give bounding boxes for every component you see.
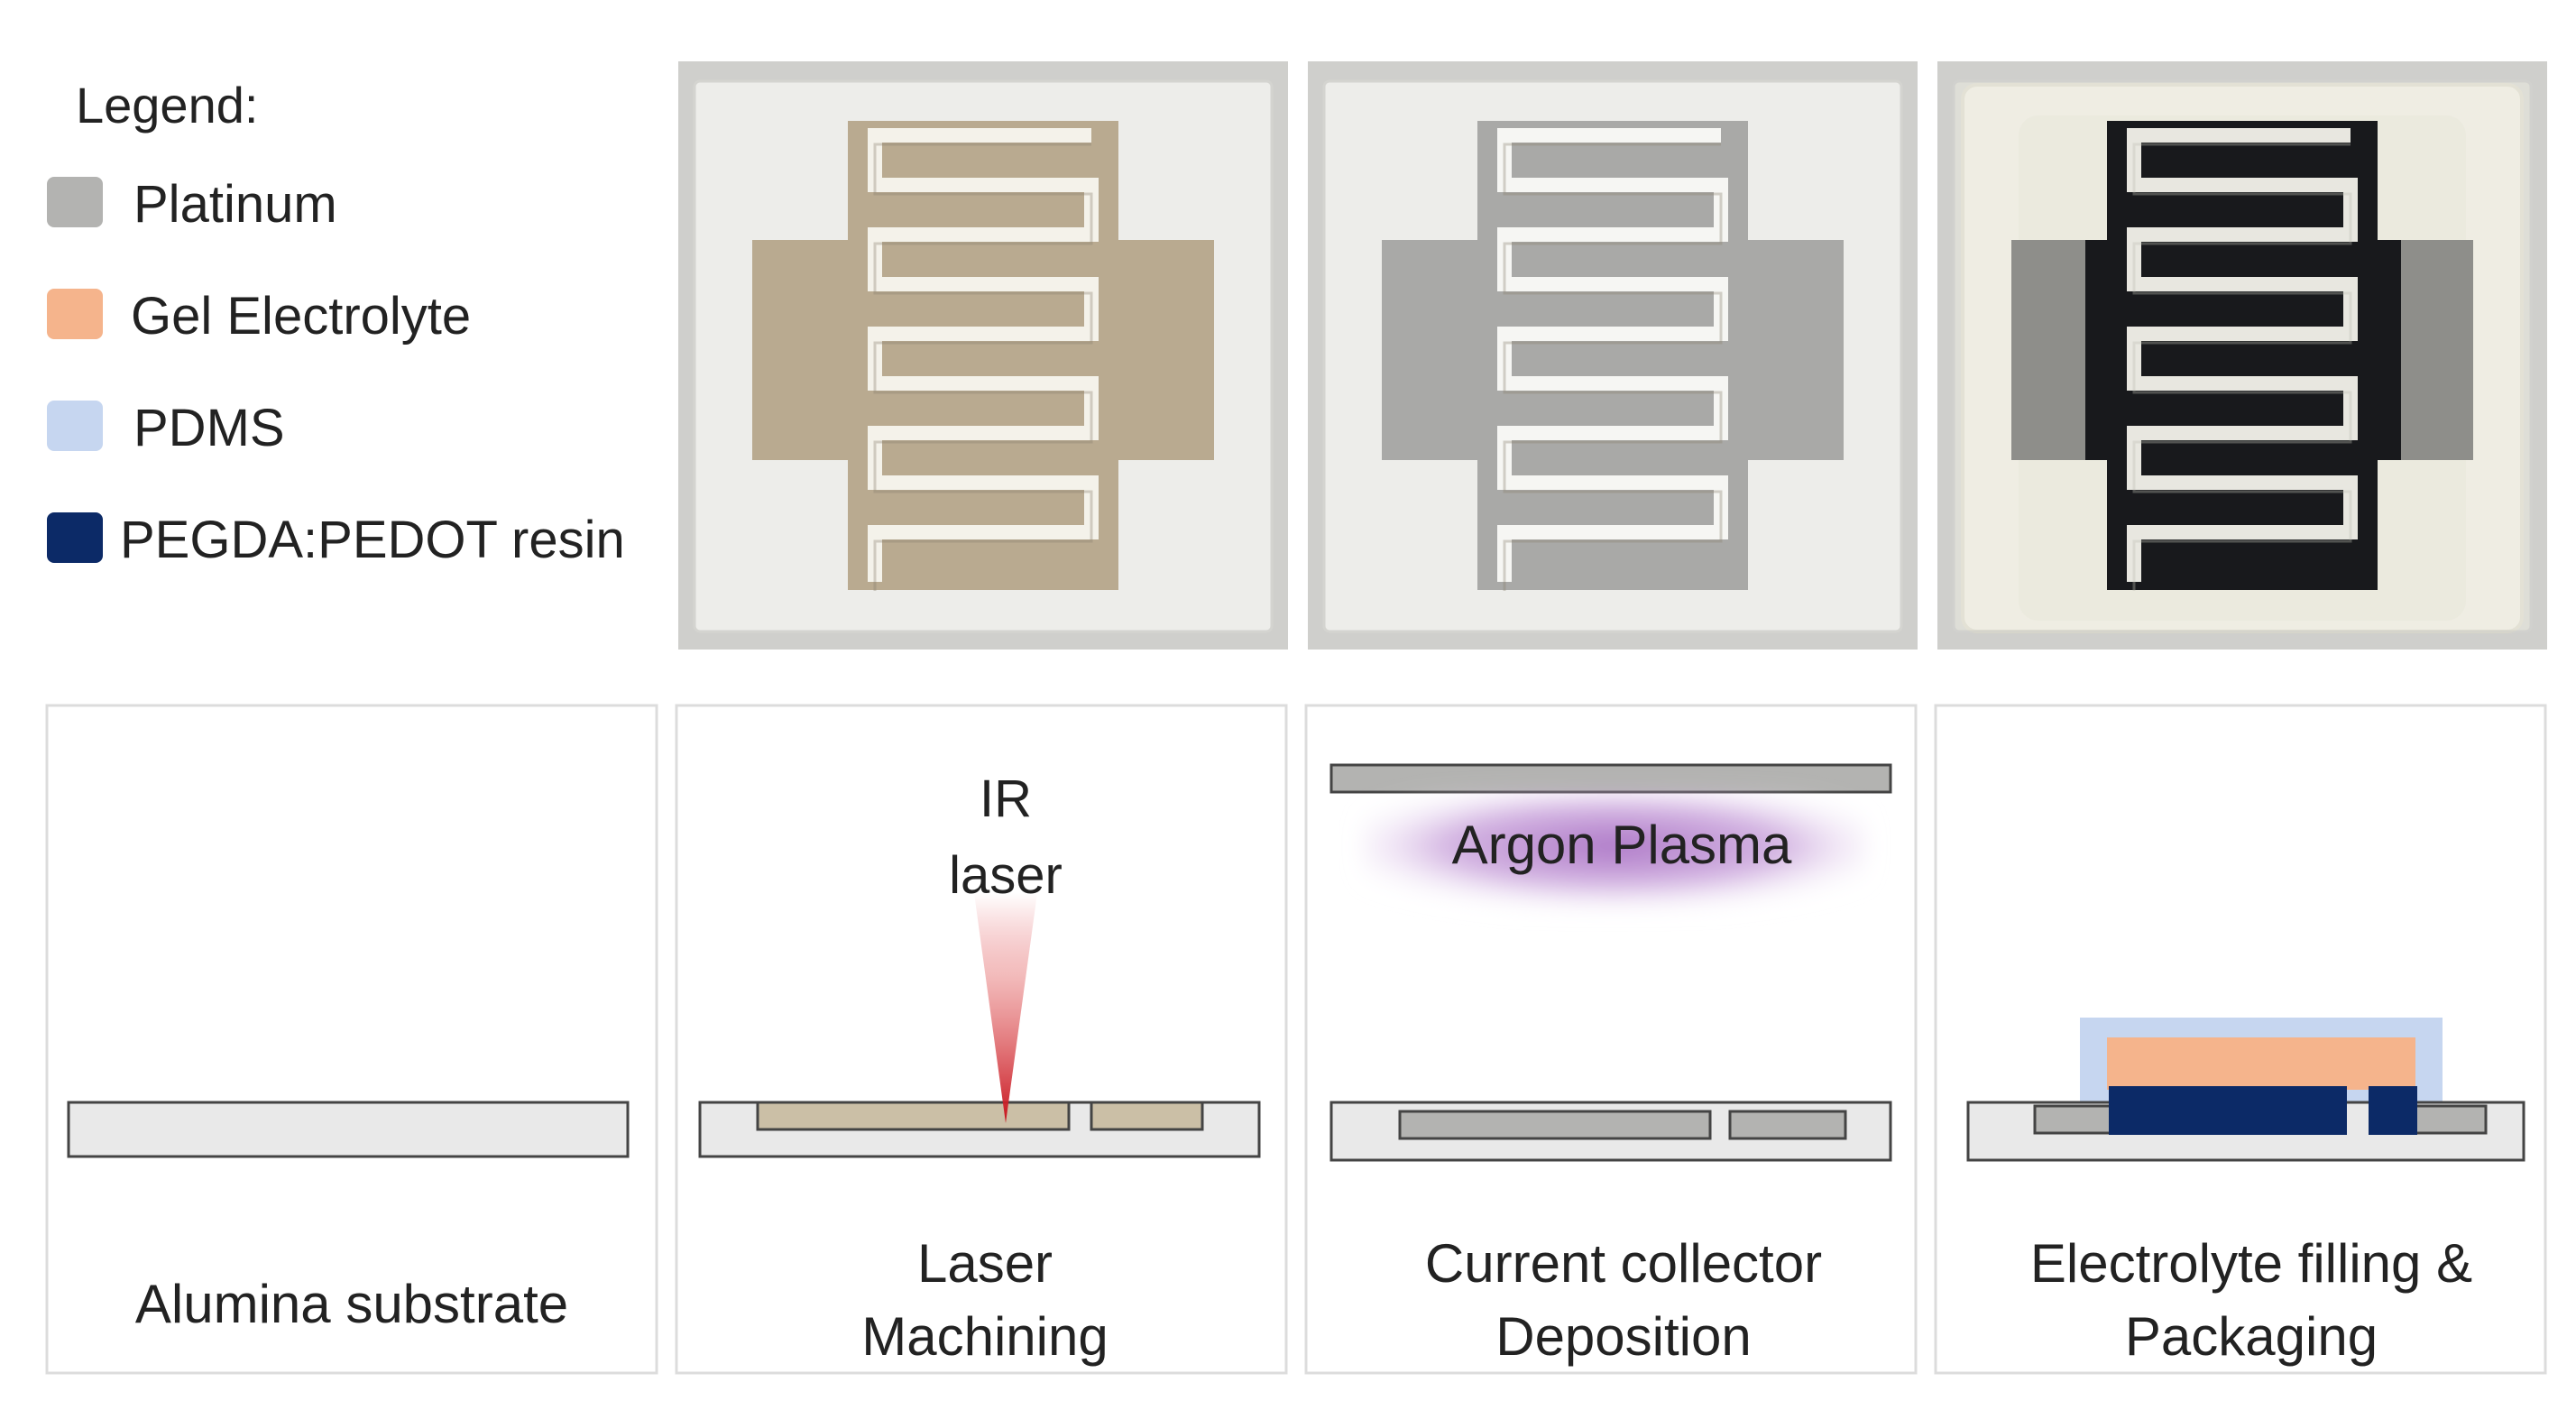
platinum-target-plate <box>1329 763 1892 794</box>
device-photo-3 <box>1937 61 2547 650</box>
step-label-line-2: Packaging <box>2125 1306 2378 1367</box>
serpentine-gap <box>2127 128 2358 582</box>
laser-annotation-line-1: IR <box>980 770 1032 828</box>
legend-swatch-pegda-pedot-resin <box>47 512 103 563</box>
panel-frame <box>45 704 658 1375</box>
legend-label-pegda-pedot-resin: PEGDA:PEDOT resin <box>120 511 625 569</box>
step-label-line-1: Electrolyte filling & <box>2030 1233 2472 1294</box>
alumina-substrate-layer <box>67 1101 630 1158</box>
ir-laser-beam <box>974 893 1037 1123</box>
serpentine-gap <box>1497 128 1728 582</box>
step-label-line-1: Current collector <box>1425 1233 1822 1294</box>
device-photo-row <box>678 61 2547 650</box>
platinum-current-collector <box>2033 1104 2114 1135</box>
electrode-region <box>848 121 1118 590</box>
step-label-line-1: Alumina substrate <box>135 1274 568 1334</box>
device-photo-2 <box>1308 61 1918 650</box>
argon-plasma-glow <box>1362 794 1867 909</box>
legend-swatch-pdms <box>47 401 103 451</box>
step-label-line-2: Deposition <box>1495 1306 1752 1367</box>
laser-machined-trench <box>756 1101 1071 1131</box>
legend-label-platinum: Platinum <box>133 175 337 234</box>
legend-swatch-gel-electrolyte <box>47 289 103 339</box>
legend-item-gel-electrolyte: Gel Electrolyte <box>47 287 471 346</box>
electrode-region <box>2107 121 2378 590</box>
gap-shadow <box>873 143 1093 591</box>
panel-frame <box>675 704 1288 1375</box>
step-panel-2: IR laser Laser Machining <box>675 704 1288 1375</box>
gap-shadow <box>2132 143 2352 591</box>
pegda-pedot-electrode <box>2369 1086 2417 1135</box>
exposed-contact-right <box>2401 240 2473 460</box>
serpentine-gap <box>868 128 1099 582</box>
laser-machined-trench <box>1090 1101 1204 1131</box>
platinum-current-collector <box>1728 1110 1847 1140</box>
device-photo-1 <box>678 61 1288 650</box>
legend-item-platinum: Platinum <box>47 175 337 234</box>
electrode-region <box>1477 121 1748 590</box>
platinum-current-collector <box>2408 1104 2488 1135</box>
step-label-line-1: Laser <box>917 1233 1053 1294</box>
legend-label-pdms: PDMS <box>133 399 285 457</box>
legend-item-pegda-pedot-resin: PEGDA:PEDOT resin <box>47 511 625 569</box>
step-panel-4: Electrolyte filling & Packaging <box>1934 704 2547 1375</box>
step-label-line-2: Machining <box>861 1306 1109 1367</box>
platinum-current-collector <box>1398 1110 1712 1140</box>
pegda-pedot-electrode <box>2109 1086 2347 1135</box>
legend-item-pdms: PDMS <box>47 399 285 457</box>
process-steps: Alumina substrate IR laser Laser Machini… <box>45 704 2547 1375</box>
legend-swatch-platinum <box>47 177 103 227</box>
legend-label-gel-electrolyte: Gel Electrolyte <box>131 287 471 346</box>
plasma-annotation: Argon Plasma <box>1452 815 1792 875</box>
exposed-contact-left <box>2011 240 2085 460</box>
legend: Legend: Platinum Gel Electrolyte PDMS PE… <box>47 77 625 569</box>
laser-annotation-line-2: laser <box>949 846 1063 905</box>
step-panel-3: Argon Plasma Current collector Depositio… <box>1304 704 1918 1375</box>
gel-electrolyte-layer <box>2107 1037 2415 1090</box>
step-panel-1: Alumina substrate <box>45 704 658 1375</box>
gap-shadow <box>1503 143 1723 591</box>
legend-title: Legend: <box>76 77 258 134</box>
